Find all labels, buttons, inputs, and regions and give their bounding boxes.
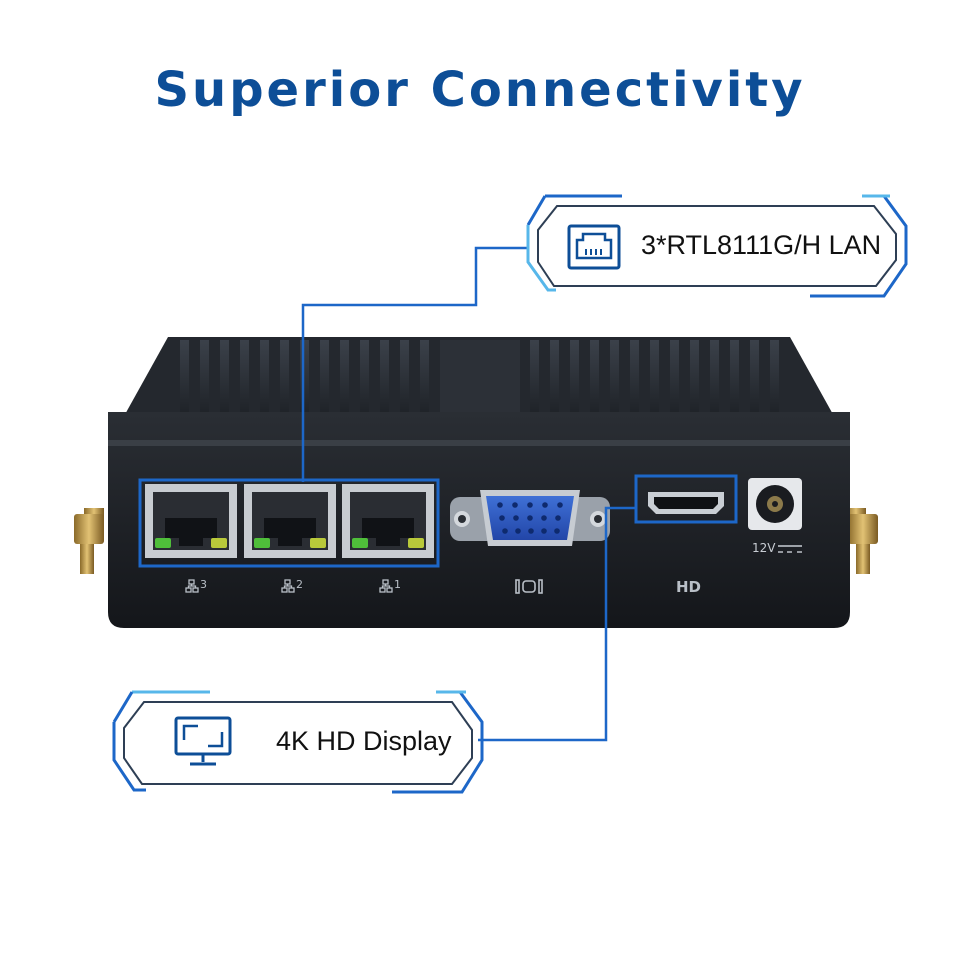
link-led [254, 538, 270, 548]
fin [360, 340, 369, 440]
fin [420, 340, 429, 440]
vga-pin [542, 502, 548, 508]
lan-callout-frame [526, 194, 908, 298]
hdmi-port [634, 474, 738, 524]
fin [200, 340, 209, 440]
left-antenna-connector [74, 508, 104, 574]
fin [650, 340, 659, 440]
fin [570, 340, 579, 440]
vga-symbol [515, 579, 543, 594]
fin [400, 340, 409, 440]
vga-pin [527, 515, 533, 521]
dc-power-jack [748, 478, 802, 530]
vga-pin [555, 515, 561, 521]
fin [240, 340, 249, 440]
fin [690, 340, 699, 440]
vga-pin [554, 528, 560, 534]
fin [300, 340, 309, 440]
vga-pin [497, 502, 503, 508]
fin [710, 340, 719, 440]
fin [340, 340, 349, 440]
dc-voltage-label: 12V [752, 541, 776, 555]
vga-pin [502, 528, 508, 534]
lan-port [342, 484, 434, 558]
activity-led [310, 538, 326, 548]
fin [630, 340, 639, 440]
fin [280, 340, 289, 440]
vga-pin [541, 515, 547, 521]
lan-port-group [138, 478, 440, 568]
lan-port-number-2: 2 [296, 578, 303, 591]
fin [590, 340, 599, 440]
hdmi-label: HD [676, 578, 702, 596]
fin [730, 340, 739, 440]
fin [550, 340, 559, 440]
fin [320, 340, 329, 440]
vga-port [450, 490, 610, 546]
link-led [352, 538, 368, 548]
lan-port-number-1: 1 [394, 578, 401, 591]
ethernet-port-icon [567, 224, 621, 270]
vga-pin [528, 528, 534, 534]
vga-pin [515, 528, 521, 534]
activity-led [408, 538, 424, 548]
fin [670, 340, 679, 440]
dc-symbol [778, 545, 802, 553]
fin [180, 340, 189, 440]
lan-callout-label: 3*RTL8111G/H LAN [641, 230, 882, 260]
fin [530, 340, 539, 440]
vga-pin [541, 528, 547, 534]
page-headline: Superior Connectivity [154, 62, 806, 118]
link-led [155, 538, 171, 548]
fin [770, 340, 779, 440]
fin [260, 340, 269, 440]
vga-pin [513, 515, 519, 521]
vga-pin [557, 502, 563, 508]
lan-port-symbols [185, 579, 393, 593]
callout-connectors [301, 246, 637, 742]
vga-pin [512, 502, 518, 508]
monitor-icon [174, 716, 232, 766]
fin [220, 340, 229, 440]
activity-led [211, 538, 227, 548]
display-callout-label: 4K HD Display [276, 726, 452, 756]
lan-port-number-3: 3 [200, 578, 207, 591]
fin [750, 340, 759, 440]
fin [380, 340, 389, 440]
lan-port [145, 484, 237, 558]
right-antenna-connector [846, 508, 878, 574]
lan-port [244, 484, 336, 558]
fin [610, 340, 619, 440]
vga-pin [499, 515, 505, 521]
vga-pin [527, 502, 533, 508]
